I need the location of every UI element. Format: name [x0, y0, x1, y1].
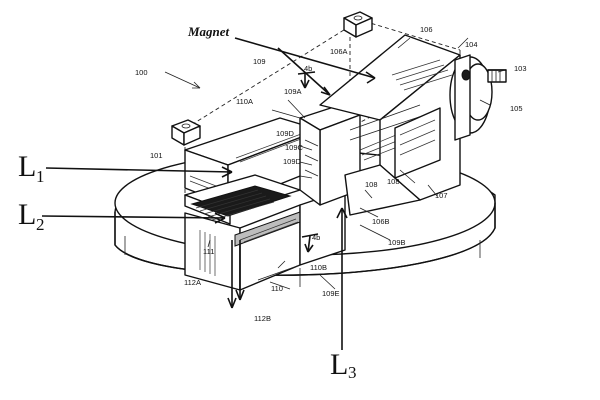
beam-label-l2: L 2	[18, 198, 45, 234]
label-109d-lower: 109D	[283, 157, 302, 166]
label-4b-top: 4b	[304, 64, 312, 73]
label-101: 101	[150, 151, 163, 160]
leader-lines	[164, 37, 506, 290]
label-109e: 109E	[322, 289, 340, 298]
beam-l1-letter: L	[18, 150, 36, 183]
beam-l2-sub: 2	[36, 215, 45, 234]
beam-l3-sub: 3	[348, 363, 357, 382]
plate-stack-111	[184, 174, 301, 291]
magnet-label: Magnet	[187, 24, 230, 39]
label-110b: 110B	[310, 263, 327, 272]
beam-arrows	[41, 166, 348, 350]
label-111: 111	[203, 247, 214, 256]
beam-label-l1: L 1	[18, 150, 45, 186]
mounting-post-left	[171, 119, 201, 146]
label-109: 109	[253, 57, 266, 66]
exit-arrows	[227, 240, 245, 309]
label-112b: 112B	[254, 314, 271, 323]
beam-l3-letter: L	[330, 348, 348, 381]
label-106b: 106B	[372, 217, 390, 226]
beam-l2-letter: L	[18, 198, 36, 231]
label-107: 107	[435, 191, 448, 200]
section-arrows	[297, 71, 319, 253]
beam-label-l3: L 3	[330, 348, 357, 382]
label-108-alt: 108	[365, 180, 378, 189]
label-106: 106	[420, 25, 433, 34]
label-103: 103	[514, 64, 527, 73]
beam-l1-sub: 1	[36, 167, 45, 186]
label-4b-bottom: 4b	[312, 233, 320, 242]
label-105: 105	[510, 104, 523, 113]
label-109a: 109A	[284, 87, 302, 96]
drive-assembly	[449, 54, 507, 141]
label-112a: 112A	[184, 278, 201, 287]
label-109d: 109D	[276, 129, 295, 138]
mounting-post-right	[343, 11, 373, 38]
label-108: 108	[387, 177, 400, 186]
magnet-106	[319, 34, 461, 216]
label-110a: 110A	[236, 97, 253, 106]
magnet-arrow	[234, 37, 376, 96]
label-104: 104	[465, 40, 478, 49]
label-109b: 109B	[388, 238, 406, 247]
label-110: 110	[271, 284, 283, 293]
label-106a: 106A	[330, 47, 348, 56]
label-100: 100	[135, 68, 148, 77]
label-109c: 109C	[285, 143, 304, 152]
